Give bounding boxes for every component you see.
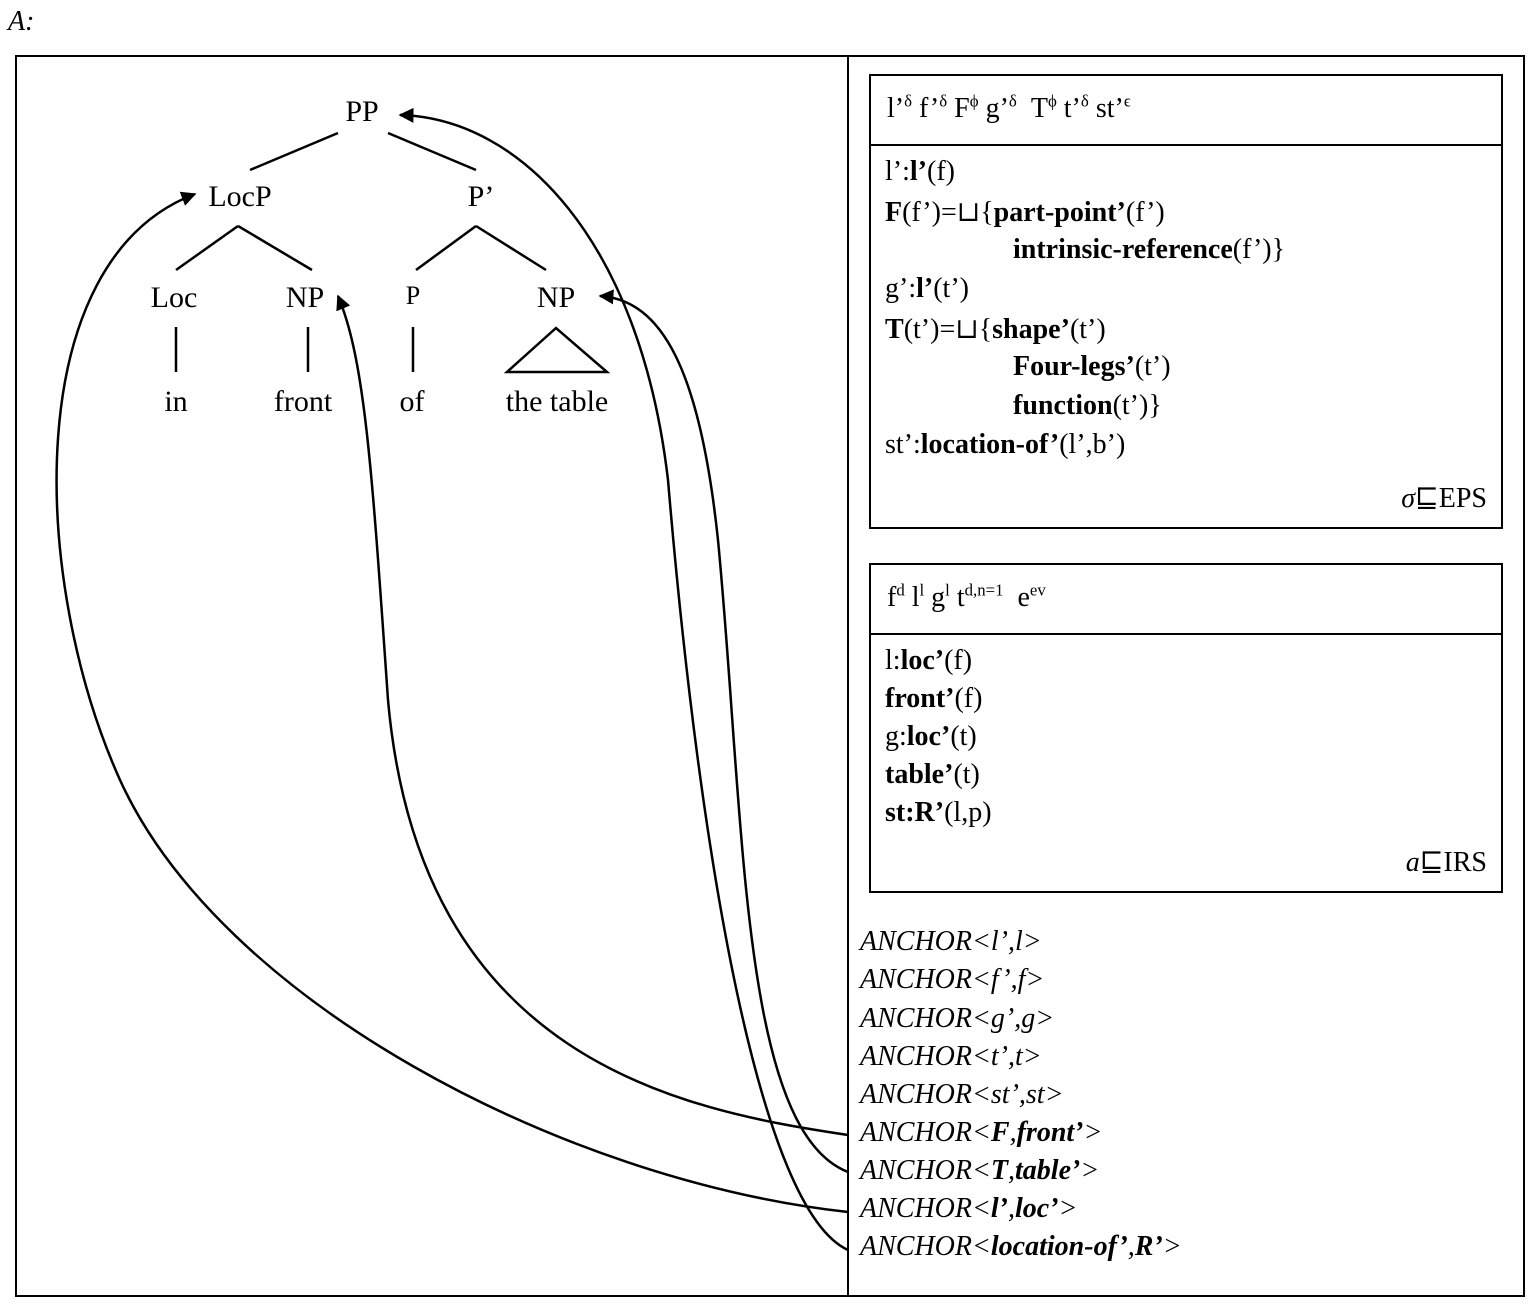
eps-cond-3: intrinsic-reference(f’)} [1013,234,1286,265]
anchor-1: ANCHOR<l’,l> [860,926,1042,957]
eps-universe: l’δ f’δ Fϕ g’δ Tϕ t’δ st’ϵ [871,76,1501,146]
anchor-6: ANCHOR<F,front’> [860,1117,1103,1148]
eps-cond-6: Four-legs’(t’) [1013,351,1171,382]
eps-tag: σ⊑EPS [1401,483,1487,514]
anchor-9: ANCHOR<location-of’,R’> [860,1231,1182,1262]
anchor-5: ANCHOR<st’,st> [860,1079,1064,1110]
anchor-4: ANCHOR<t’,t> [860,1041,1042,1072]
edge-locp-np [237,224,313,272]
eps-cond-5: T(t’)=⊔{shape’(t’) [885,314,1106,345]
eps-drs-box: l’δ f’δ Fϕ g’δ Tϕ t’δ st’ϵ l’:l’(f) F(f’… [869,74,1503,529]
edge-pbar-p [415,224,477,272]
anchor-7: ANCHOR<T,table’> [860,1155,1100,1186]
irs-cond-2: front’(f) [885,683,983,714]
node-np-front: NP [285,281,325,314]
edge-pp-pbar [387,131,477,172]
irs-cond-4: table’(t) [885,759,980,790]
word-front: front [273,385,333,418]
outer-frame [15,55,1525,1297]
eps-cond-8: st’:location-of’(l’,b’) [885,429,1126,460]
arrow-loc-to-locp [55,191,849,1214]
edge-pbar-np [475,224,547,272]
node-locp: LocP [208,180,272,213]
anchor-3: ANCHOR<g’,g> [860,1003,1055,1034]
word-the-table: the table [505,385,609,418]
figure-label: A: [8,6,35,37]
irs-tag: a⊑IRS [1405,847,1487,878]
node-np-table: NP [536,281,576,314]
word-in: in [164,385,188,418]
anchor-8: ANCHOR<l’,loc’> [860,1193,1078,1224]
node-pbar: P’ [467,180,495,213]
word-of: of [399,385,425,418]
irs-drs-box: fd ll gl td,n=1 eev l:loc’(f) front’(f) … [869,563,1503,893]
eps-cond-1: l’:l’(f) [885,156,955,187]
eps-cond-4: g’:l’(t’) [885,273,969,304]
arrow-table-to-np [598,289,849,1174]
irs-universe: fd ll gl td,n=1 eev [871,565,1501,635]
arrow-location-of-to-pp [398,107,849,1252]
node-pp: PP [345,95,379,128]
irs-cond-3: g:loc’(t) [885,721,977,752]
node-loc: Loc [150,281,198,314]
irs-cond-1: l:loc’(f) [885,645,973,676]
panel-divider [847,55,849,1297]
eps-cond-7: function(t’)} [1013,390,1162,421]
node-p: P [405,281,421,310]
arrow-front-to-np [336,294,849,1137]
edge-locp-loc [175,224,239,272]
irs-cond-5: st:R’(l,p) [885,797,992,828]
edge-pp-locp [249,131,339,172]
np-triangle [503,326,611,374]
eps-cond-2: F(f’)=⊔{part-point’(f’) [885,197,1165,228]
anchor-2: ANCHOR<f’,f> [860,964,1045,995]
